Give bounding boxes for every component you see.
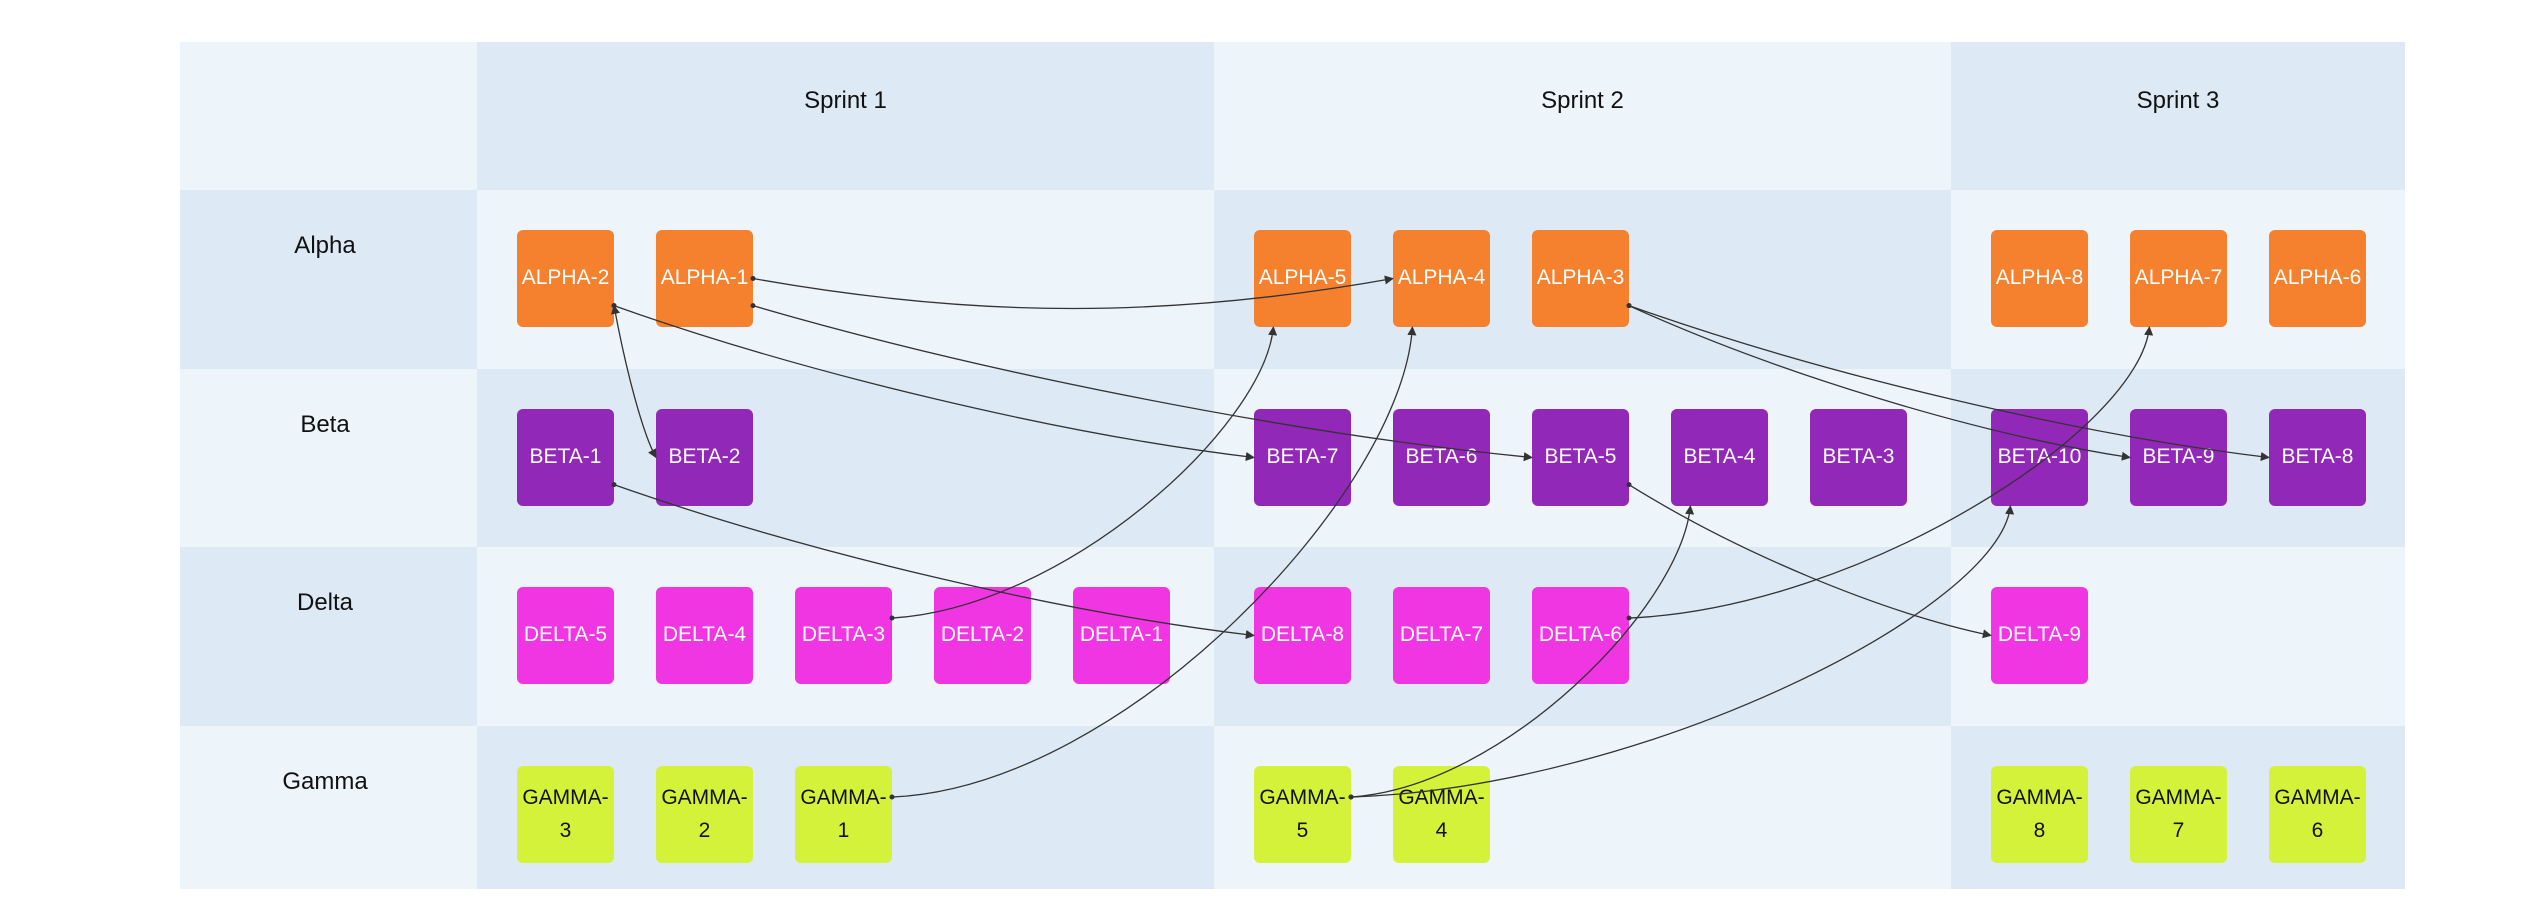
card-beta-9[interactable]: BETA-9 bbox=[2130, 409, 2227, 506]
card-gamma-4[interactable]: GAMMA-4 bbox=[1393, 766, 1490, 863]
card-delta-1[interactable]: DELTA-1 bbox=[1073, 587, 1170, 684]
sprint-title-2: Sprint 2 bbox=[1541, 87, 1624, 114]
card-gamma-7[interactable]: GAMMA-7 bbox=[2130, 766, 2227, 863]
card-delta-5[interactable]: DELTA-5 bbox=[517, 587, 614, 684]
card-beta-3[interactable]: BETA-3 bbox=[1810, 409, 1907, 506]
team-label-beta: Beta bbox=[300, 411, 350, 438]
card-beta-5[interactable]: BETA-5 bbox=[1532, 409, 1629, 506]
card-alpha-7[interactable]: ALPHA-7 bbox=[2130, 230, 2227, 327]
card-gamma-3[interactable]: GAMMA-3 bbox=[517, 766, 614, 863]
card-delta-4[interactable]: DELTA-4 bbox=[656, 587, 753, 684]
team-label-cell bbox=[180, 547, 477, 726]
card-alpha-2[interactable]: ALPHA-2 bbox=[517, 230, 614, 327]
card-gamma-8[interactable]: GAMMA-8 bbox=[1991, 766, 2088, 863]
sprint-title-3: Sprint 3 bbox=[2136, 87, 2220, 114]
card-delta-9[interactable]: DELTA-9 bbox=[1991, 587, 2088, 684]
team-label-cell bbox=[180, 726, 477, 889]
card-beta-2[interactable]: BETA-2 bbox=[656, 409, 753, 506]
team-label-cell bbox=[180, 190, 477, 369]
team-label-gamma: Gamma bbox=[282, 768, 368, 795]
card-beta-6[interactable]: BETA-6 bbox=[1393, 409, 1490, 506]
card-alpha-1[interactable]: ALPHA-1 bbox=[656, 230, 753, 327]
card-gamma-2[interactable]: GAMMA-2 bbox=[656, 766, 753, 863]
card-delta-7[interactable]: DELTA-7 bbox=[1393, 587, 1490, 684]
card-beta-7[interactable]: BETA-7 bbox=[1254, 409, 1351, 506]
card-gamma-5[interactable]: GAMMA-5 bbox=[1254, 766, 1351, 863]
card-alpha-6[interactable]: ALPHA-6 bbox=[2269, 230, 2366, 327]
card-delta-8[interactable]: DELTA-8 bbox=[1254, 587, 1351, 684]
card-gamma-1[interactable]: GAMMA-1 bbox=[795, 766, 892, 863]
sprint-header-cell bbox=[1951, 42, 2405, 190]
sprint-header-cell bbox=[477, 42, 1214, 190]
corner-cell bbox=[180, 42, 477, 190]
sprint-header-cell bbox=[1214, 42, 1951, 190]
card-beta-4[interactable]: BETA-4 bbox=[1671, 409, 1768, 506]
team-label-cell bbox=[180, 369, 477, 547]
card-beta-10[interactable]: BETA-10 bbox=[1991, 409, 2088, 506]
card-gamma-6[interactable]: GAMMA-6 bbox=[2269, 766, 2366, 863]
team-label-alpha: Alpha bbox=[294, 232, 356, 259]
card-beta-8[interactable]: BETA-8 bbox=[2269, 409, 2366, 506]
card-delta-6[interactable]: DELTA-6 bbox=[1532, 587, 1629, 684]
card-alpha-3[interactable]: ALPHA-3 bbox=[1532, 230, 1629, 327]
card-delta-3[interactable]: DELTA-3 bbox=[795, 587, 892, 684]
card-beta-1[interactable]: BETA-1 bbox=[517, 409, 614, 506]
card-delta-2[interactable]: DELTA-2 bbox=[934, 587, 1031, 684]
card-alpha-5[interactable]: ALPHA-5 bbox=[1254, 230, 1351, 327]
team-label-delta: Delta bbox=[296, 589, 354, 616]
card-alpha-8[interactable]: ALPHA-8 bbox=[1991, 230, 2088, 327]
card-alpha-4[interactable]: ALPHA-4 bbox=[1393, 230, 1490, 327]
sprint-title-1: Sprint 1 bbox=[804, 87, 887, 114]
